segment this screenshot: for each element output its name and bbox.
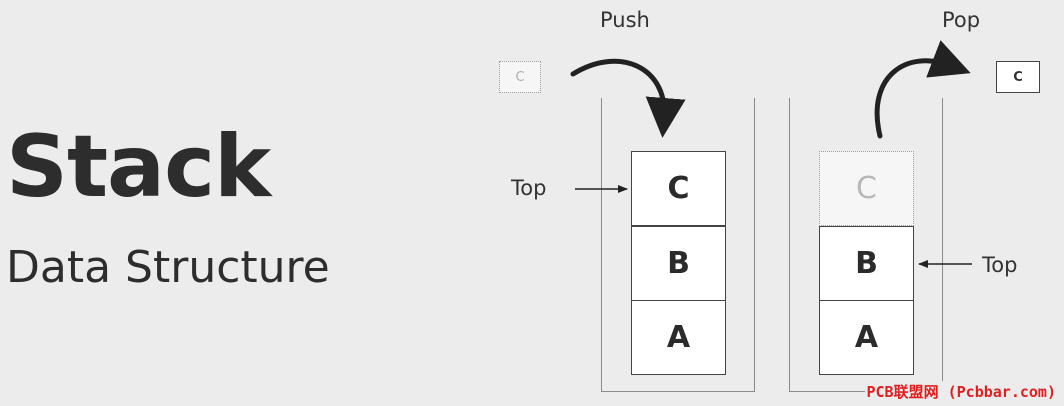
push-stack-container	[601, 98, 755, 392]
push-stack-element-bottom: A	[631, 300, 726, 375]
pop-label: Pop	[942, 8, 981, 32]
pop-outgoing-element: C	[996, 61, 1040, 93]
pop-curved-arrow	[874, 40, 971, 139]
subtitle: Data Structure	[6, 242, 330, 293]
push-label: Push	[600, 8, 650, 32]
pop-top-label: Top	[982, 253, 1018, 277]
pop-removed-element: C	[819, 151, 914, 226]
title: Stack	[6, 117, 271, 217]
push-top-label: Top	[511, 176, 547, 200]
push-curved-arrow	[570, 58, 686, 138]
push-stack-element-middle: B	[631, 226, 726, 301]
push-incoming-element: C	[499, 61, 541, 93]
pop-stack-element-middle: B	[819, 226, 914, 301]
pop-stack-element-bottom: A	[819, 300, 914, 375]
push-stack-element-top: C	[631, 151, 726, 226]
watermark: PCB联盟网 (Pcbbar.com)	[864, 381, 1058, 402]
